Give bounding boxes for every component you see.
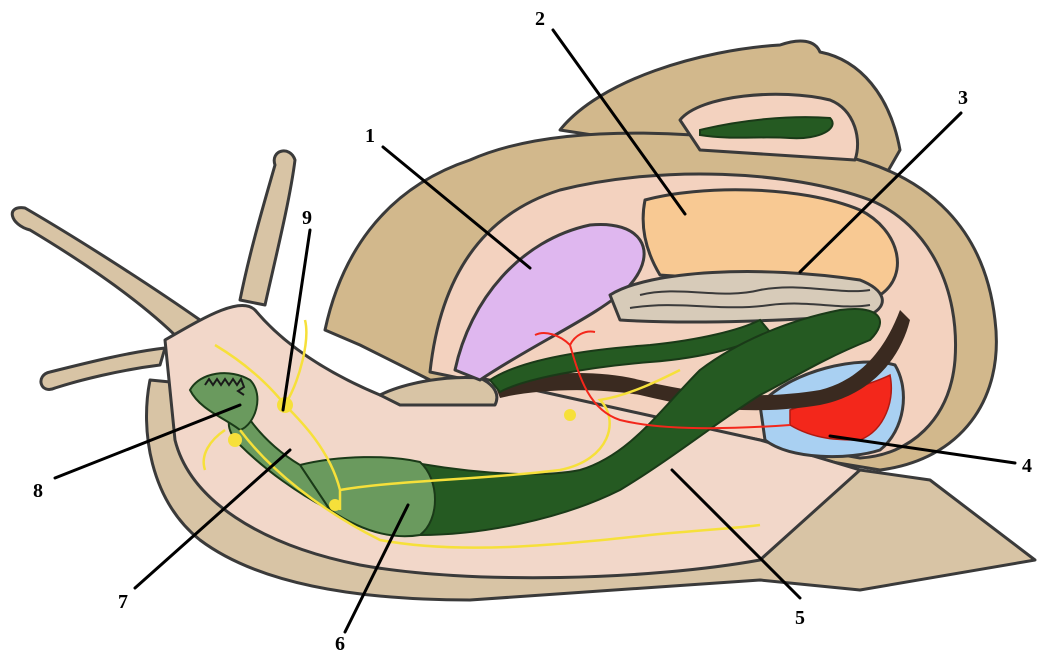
callout-1: 1 [365,125,375,147]
callout-4: 4 [1022,455,1032,477]
callout-3: 3 [958,87,968,109]
callout-9: 9 [302,207,312,229]
parietal-ganglion [564,409,576,421]
callout-2: 2 [535,8,545,30]
callout-5: 5 [795,607,805,629]
lower-tentacle [12,208,200,340]
callout-6: 6 [335,633,345,652]
pedal-ganglion [228,433,242,447]
callout-8: 8 [33,480,43,502]
upper-tentacle [240,151,295,305]
visceral-ganglion [329,499,341,511]
mantle-edge [380,377,497,405]
front-tentacle [41,348,165,389]
callout-7: 7 [118,591,128,613]
